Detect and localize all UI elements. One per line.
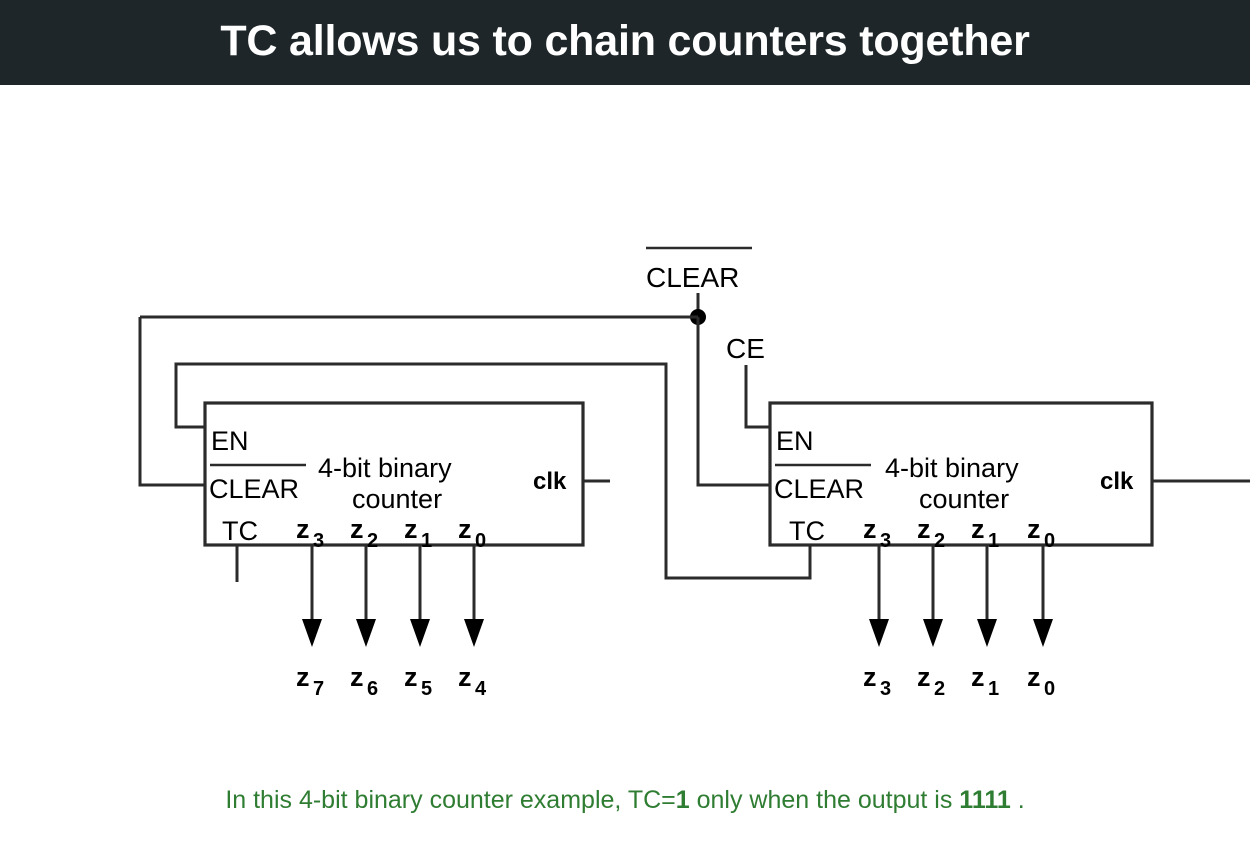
left-out-arrowhead-z7 [302,619,322,647]
caption-bold1: 1 [675,786,690,814]
left-out-arrowhead-z4 [464,619,484,647]
left-counter-output-label-z6: z 6 [350,662,378,700]
left-counter-output-label-z4: z 4 [458,662,487,700]
ce-wire [744,365,770,429]
svg-text:4: 4 [475,678,487,700]
right-counter-output-arrows [869,545,1053,647]
tc-feedback-wire [174,362,812,580]
svg-text:z: z [863,662,877,692]
right-counter-pin-label-z3: z 3 [863,514,891,552]
caption: In this 4-bit binary counter example, TC… [0,786,1250,815]
svg-text:2: 2 [934,530,945,552]
svg-text:5: 5 [421,678,432,700]
right-counter-clk-label: clk [1100,468,1134,495]
page-title: TC allows us to chain counters together [220,17,1030,65]
svg-text:0: 0 [475,530,486,552]
right-out-arrowhead-z3 [869,619,889,647]
svg-text:1: 1 [988,530,999,552]
svg-text:z: z [296,662,310,692]
svg-text:2: 2 [934,678,945,700]
caption-part2: only when the output is [689,786,960,814]
svg-text:z: z [404,514,418,544]
left-counter-pin-label-z3: z 3 [296,514,324,552]
right-out-arrowhead-z0 [1033,619,1053,647]
svg-text:1: 1 [988,678,999,700]
clear-right-branch [696,317,770,487]
left-out-arrowhead-z5 [410,619,430,647]
svg-text:z: z [458,514,472,544]
tc-feedback-wire-group [174,362,812,580]
clear-left-branch [138,317,205,487]
left-counter-output-label-z5: z 5 [404,662,432,700]
svg-text:z: z [350,662,364,692]
left-counter-pin-label-z0: z 0 [458,514,486,552]
right-counter-output-label-z0: z 0 [1027,662,1055,700]
right-counter-body-line2: counter [919,484,1009,514]
caption-part1: In this 4-bit binary counter example, TC… [225,786,676,814]
right-counter-output-label-z3: z 3 [863,662,891,700]
title-bar: TC allows us to chain counters together [0,0,1250,85]
svg-text:6: 6 [367,678,378,700]
caption-part3: . [1010,786,1025,814]
svg-text:0: 0 [1044,678,1055,700]
right-counter-en-label: EN [776,426,814,456]
counter-chain-diagram: CLEAR CE EN CLEAR 4-bit bin [138,246,1250,700]
svg-text:3: 3 [880,530,891,552]
right-counter[interactable]: EN CLEAR 4-bit binary counter clk TC z 3… [768,401,1250,700]
left-counter-body-line1: 4-bit binary [318,453,452,483]
left-counter-tc-label: TC [222,516,258,546]
right-counter-clear-label: CLEAR [774,474,864,504]
left-counter-clk-label: clk [533,468,567,495]
right-counter-body-line1: 4-bit binary [885,453,1019,483]
svg-text:2: 2 [367,530,378,552]
svg-text:z: z [1027,662,1041,692]
right-counter-pin-label-z1: z 1 [971,514,999,552]
left-counter-output-label-z7: z 7 [296,662,324,700]
right-out-arrowhead-z2 [923,619,943,647]
svg-text:1: 1 [421,530,432,552]
svg-text:z: z [863,514,877,544]
svg-text:z: z [917,514,931,544]
svg-text:z: z [350,514,364,544]
left-out-arrowhead-z6 [356,619,376,647]
left-counter[interactable]: EN CLEAR 4-bit binary counter clk TC z 3… [203,401,610,700]
right-counter-output-label-z2: z 2 [917,662,945,700]
svg-text:z: z [1027,514,1041,544]
ce-signal-group: CE [726,333,770,429]
svg-text:z: z [917,662,931,692]
left-counter-output-arrows [302,545,484,647]
svg-text:z: z [458,662,472,692]
svg-text:z: z [971,514,985,544]
clear-signal-group: CLEAR [138,246,770,487]
left-counter-pin-label-z2: z 2 [350,514,378,552]
svg-text:3: 3 [313,530,324,552]
svg-text:7: 7 [313,678,324,700]
left-counter-en-label: EN [211,426,249,456]
ce-signal-label: CE [726,333,765,364]
svg-text:z: z [404,662,418,692]
clear-signal-label: CLEAR [646,262,739,293]
svg-text:z: z [971,662,985,692]
svg-text:z: z [296,514,310,544]
right-counter-pin-label-z2: z 2 [917,514,945,552]
left-counter-body-line2: counter [352,484,442,514]
right-counter-pin-label-z0: z 0 [1027,514,1055,552]
left-counter-pin-label-z1: z 1 [404,514,432,552]
caption-bold2: 1111 [959,786,1011,814]
right-out-arrowhead-z1 [977,619,997,647]
right-counter-output-label-z1: z 1 [971,662,999,700]
svg-text:0: 0 [1044,530,1055,552]
svg-text:3: 3 [880,678,891,700]
right-counter-tc-label: TC [789,516,825,546]
left-counter-clear-label: CLEAR [209,474,299,504]
